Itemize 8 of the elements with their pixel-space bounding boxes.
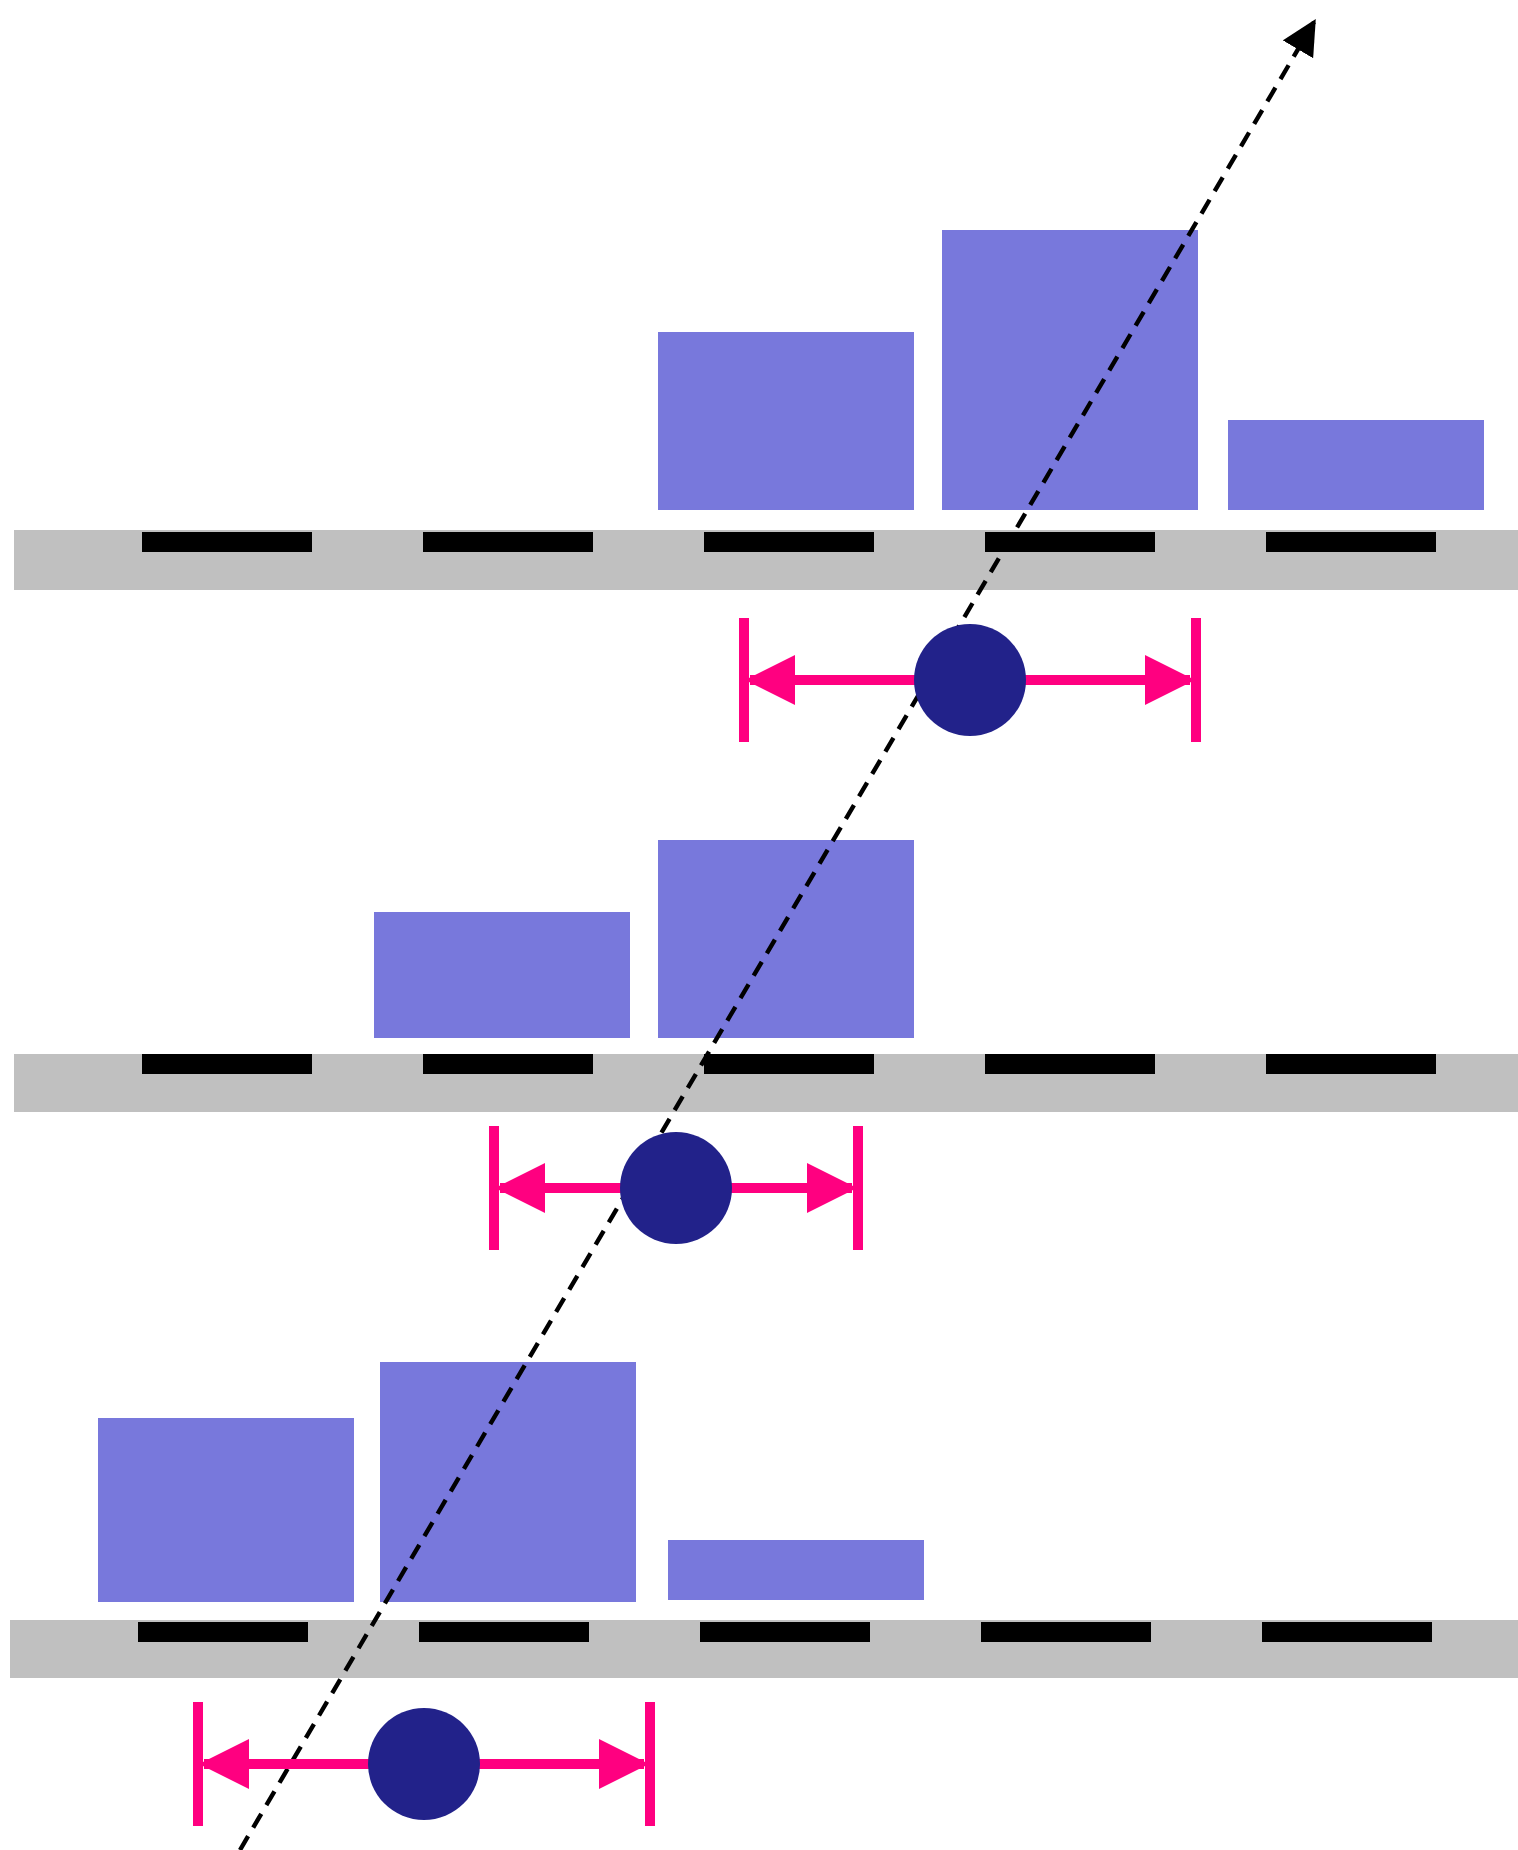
histogram-bar bbox=[942, 230, 1198, 510]
histogram-bar bbox=[658, 840, 914, 1038]
histogram-bar bbox=[668, 1540, 924, 1600]
histogram-bar bbox=[380, 1362, 636, 1602]
histogram-bar bbox=[374, 912, 630, 1038]
histogram-bar bbox=[1228, 420, 1484, 510]
histogram-bar bbox=[98, 1418, 354, 1602]
histogram-bar bbox=[658, 332, 914, 510]
